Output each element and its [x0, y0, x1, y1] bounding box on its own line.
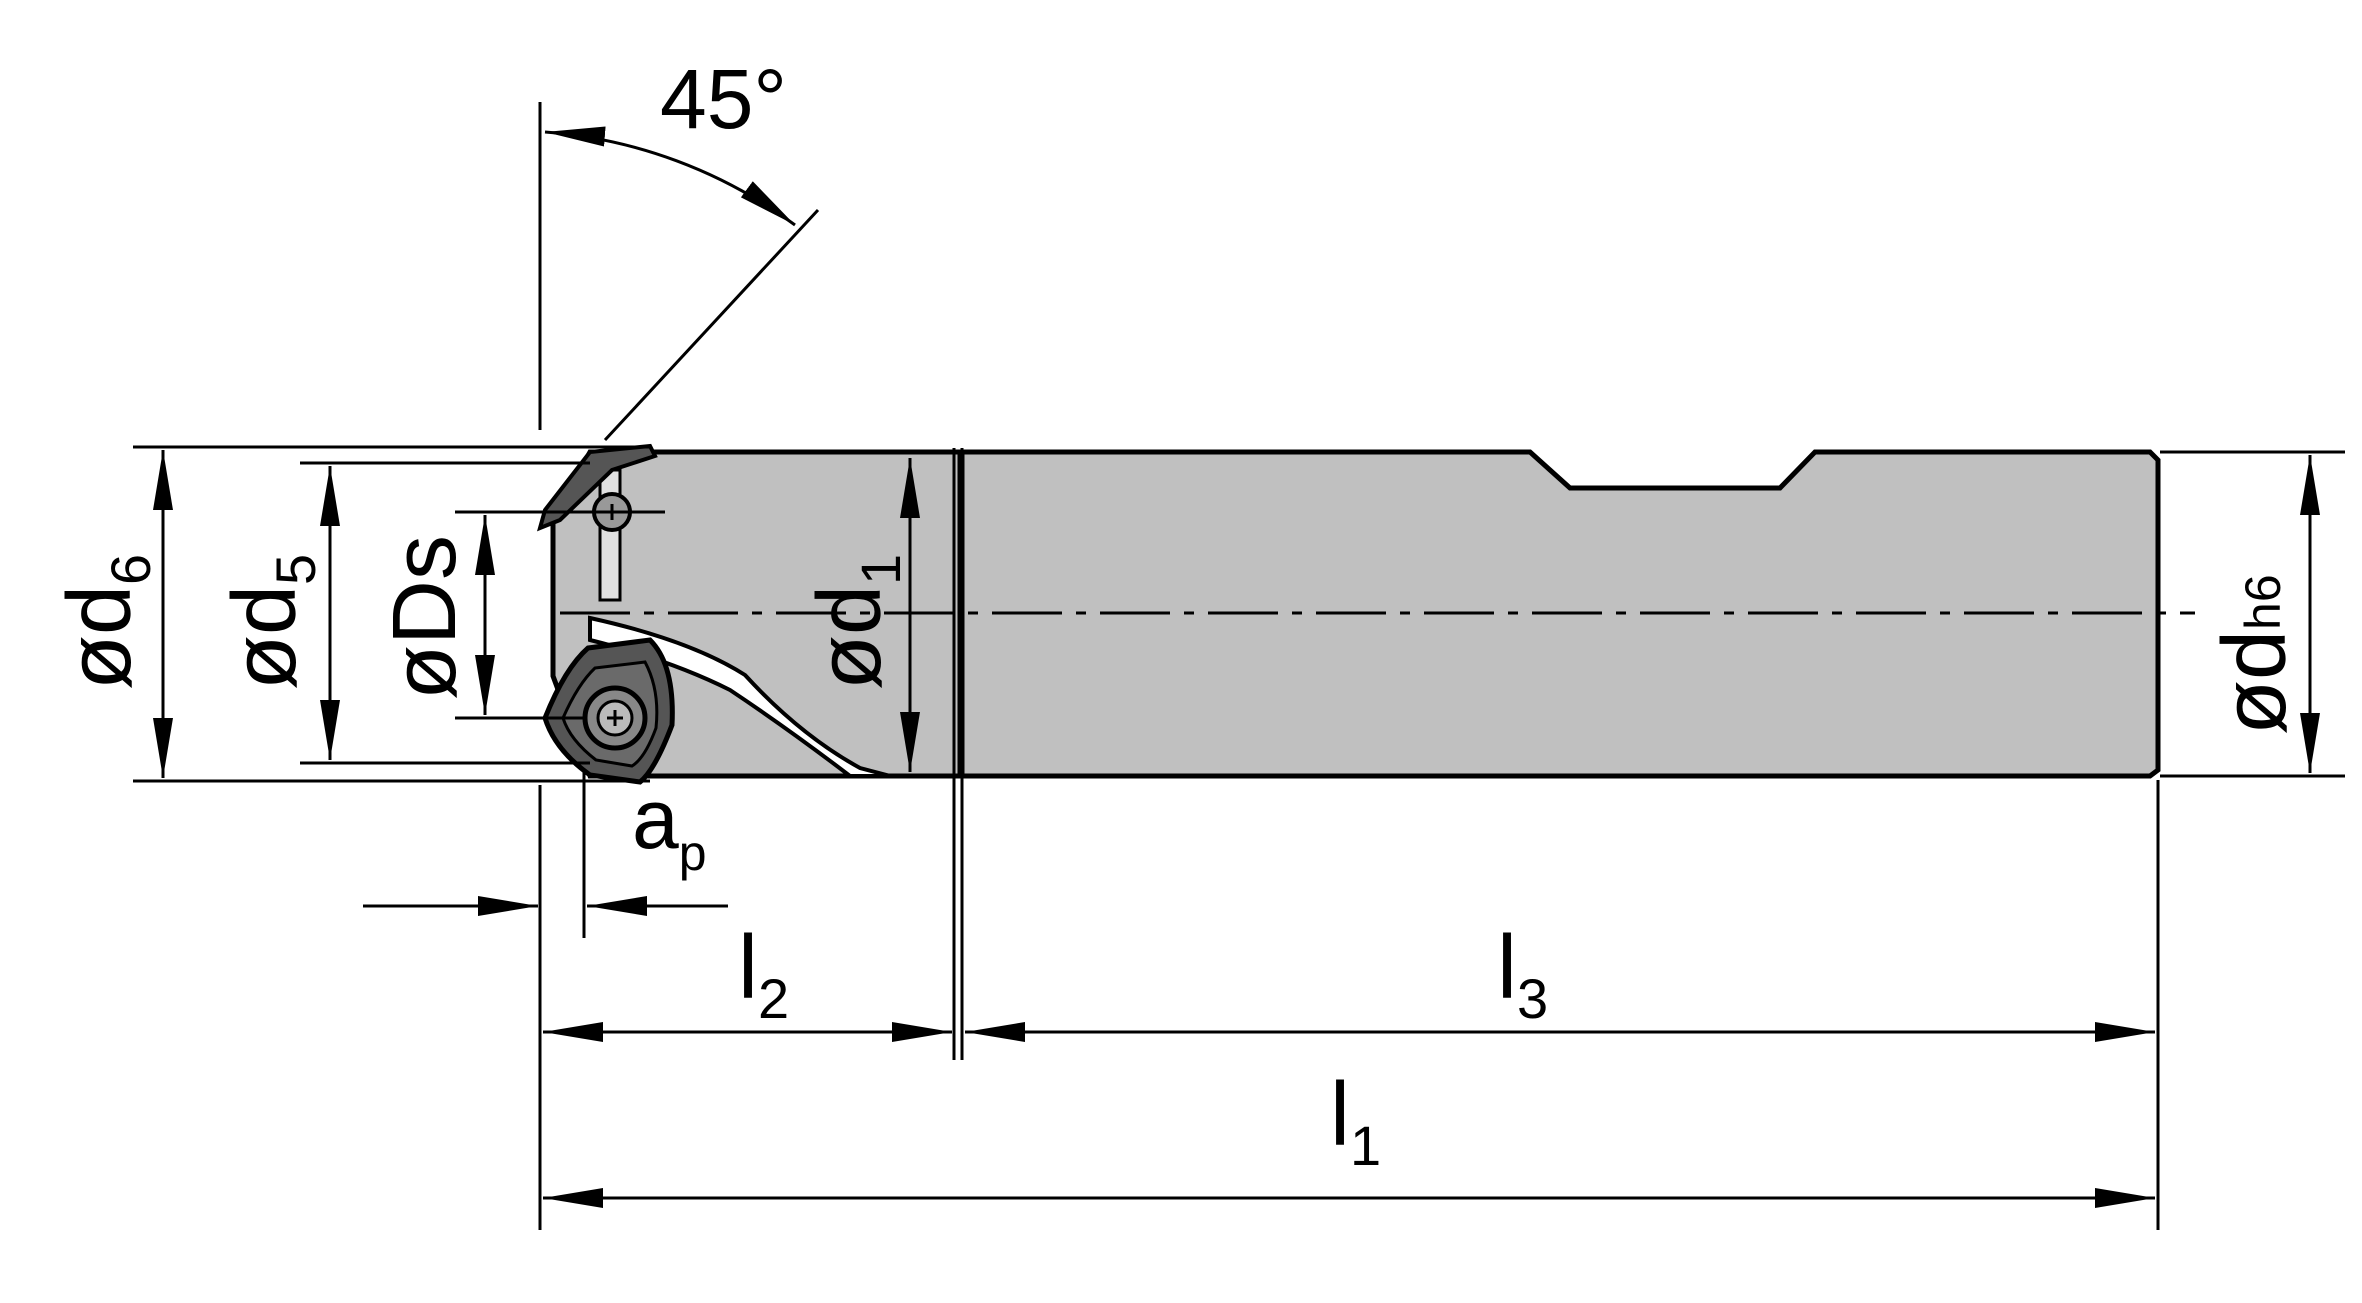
lower-insert [542, 637, 675, 785]
coolant-channel [598, 468, 622, 602]
extension-lines [133, 102, 2345, 1230]
label-ap: ap [632, 772, 707, 881]
label-l2: l2 [738, 918, 789, 1030]
chip-flute [588, 615, 891, 778]
label-dh6: ødh6 [2205, 574, 2305, 735]
dimension-lines [153, 126, 2320, 1208]
label-ds: øDs [375, 535, 475, 700]
label-l1: l1 [1330, 1065, 1381, 1177]
label-d1: ød1 [800, 554, 912, 690]
dimension-labels: 45° ød6 ød5 øDs ød1 ødh6 ap l2 l3 l1 [50, 52, 2305, 1177]
head-shank-joint [952, 448, 964, 1060]
label-l3: l3 [1497, 918, 1548, 1030]
label-d5: ød5 [215, 554, 327, 690]
label-angle: 45° [660, 52, 787, 146]
label-d6: ød6 [50, 554, 162, 690]
dim-angle-45 [544, 126, 796, 227]
